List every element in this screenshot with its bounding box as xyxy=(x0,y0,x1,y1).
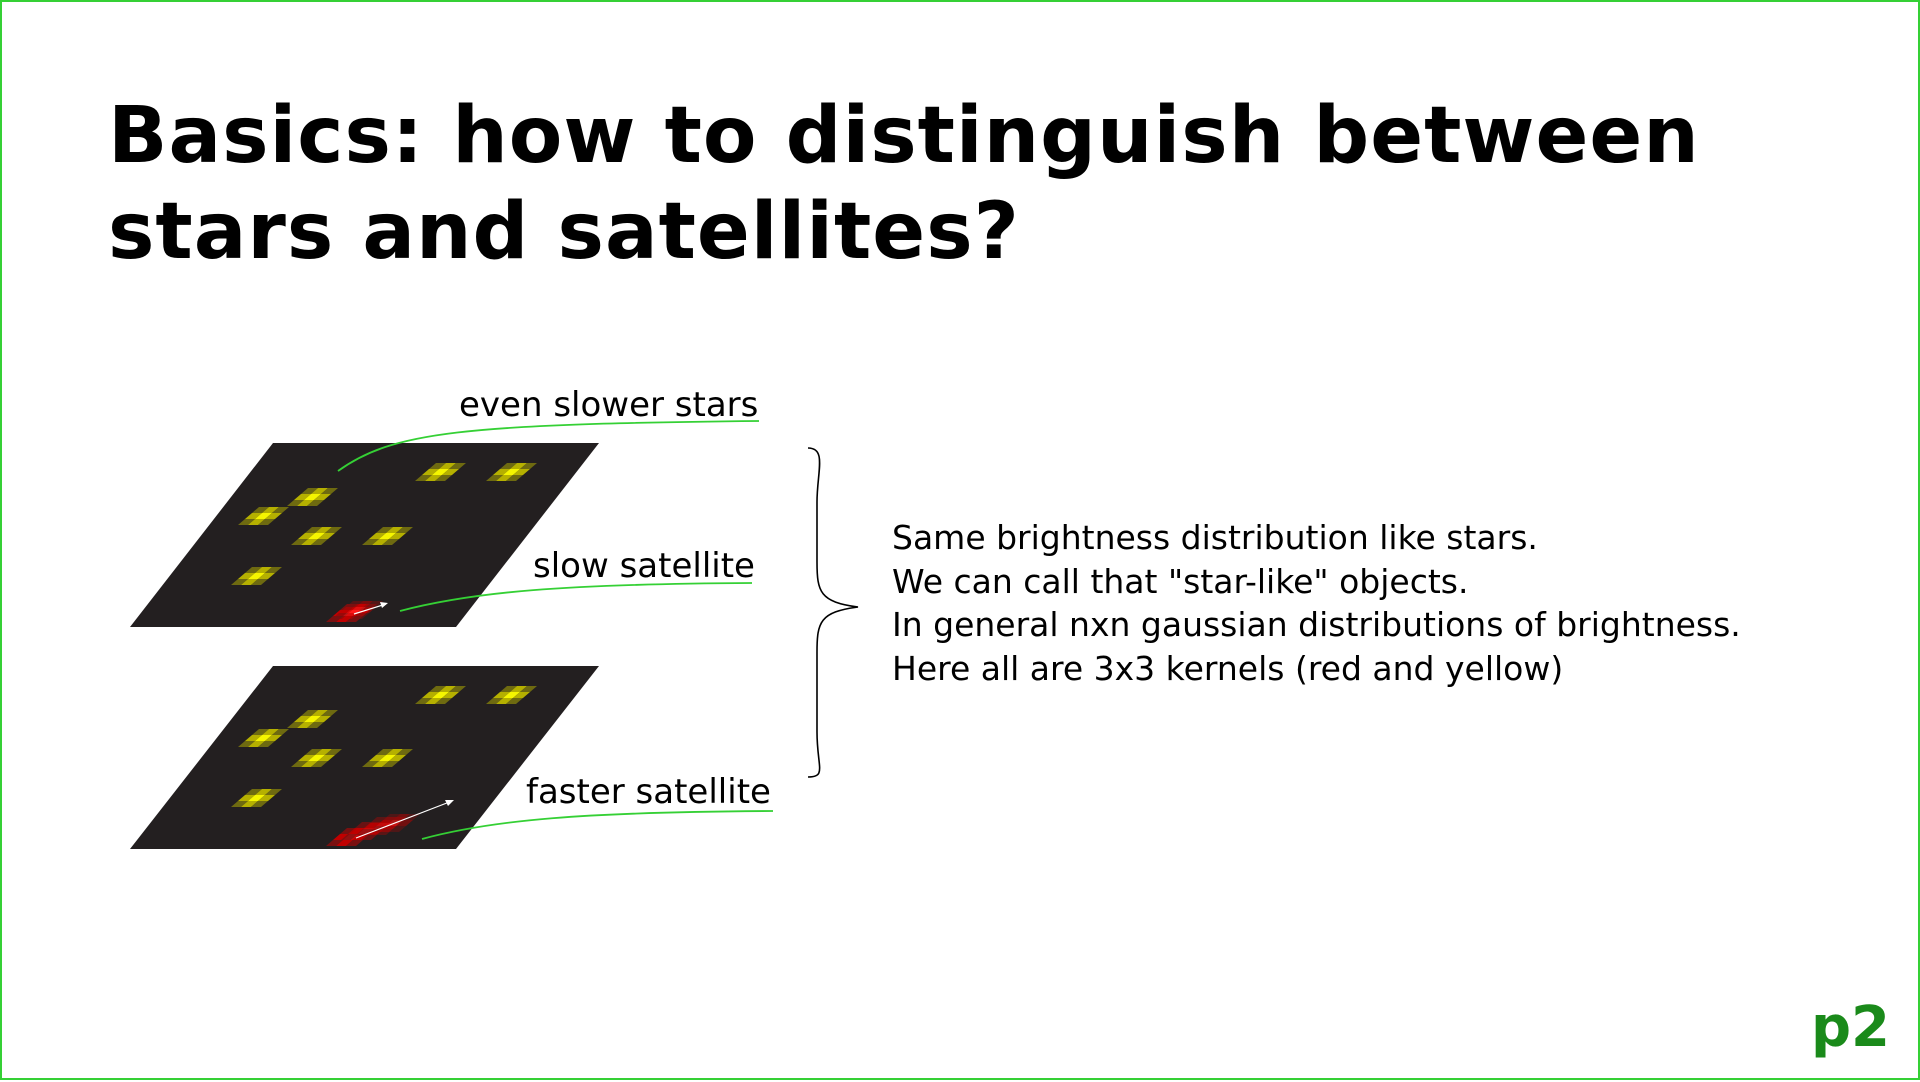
faster-satellite xyxy=(326,800,454,846)
description-line-3: In general nxn gaussian distributions of… xyxy=(892,605,1741,644)
slide-title: Basics: how to distinguish between stars… xyxy=(108,88,1808,280)
label-faster-satellite: faster satellite xyxy=(526,772,771,812)
bottom-frame xyxy=(130,666,774,849)
slow-satellite-callout xyxy=(399,582,753,612)
bottom-frame-background xyxy=(130,666,599,849)
top-frame xyxy=(130,420,760,627)
page-number: p2 xyxy=(1810,995,1890,1060)
label-even-slower-stars: even slower stars xyxy=(459,385,758,425)
description-text: Same brightness distribution like stars.… xyxy=(892,516,1892,690)
slow-satellite xyxy=(326,601,388,622)
description-line-1: Same brightness distribution like stars. xyxy=(892,518,1538,557)
description-line-4: Here all are 3x3 kernels (red and yellow… xyxy=(892,648,1564,688)
title-line-1: Basics: how to distinguish between xyxy=(108,91,1700,181)
faster-satellite-callout xyxy=(421,810,774,840)
curly-brace xyxy=(807,447,859,778)
label-slow-satellite: slow satellite xyxy=(533,546,755,586)
description-line-2: We can call that "star-like" objects. xyxy=(892,561,1469,601)
top-frame-background xyxy=(130,443,599,627)
title-line-2: stars and satellites? xyxy=(108,187,1020,277)
even-slower-stars-callout xyxy=(337,420,760,472)
